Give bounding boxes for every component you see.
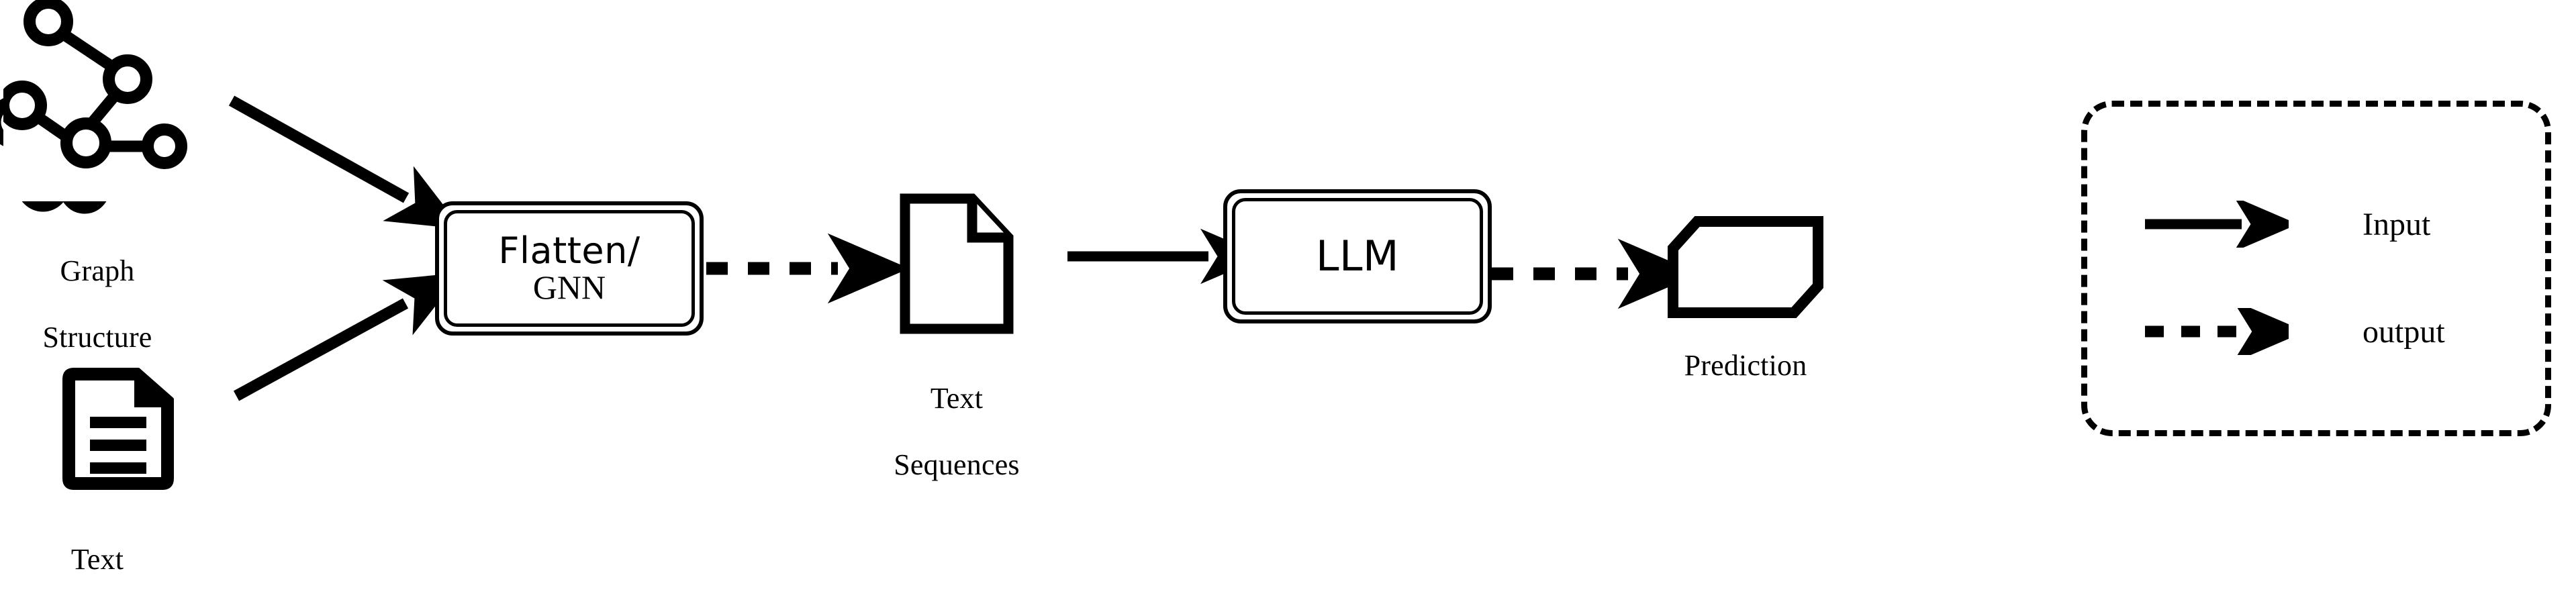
edge-graph-to-flatten	[228, 95, 463, 230]
flatten-gnn-node[interactable]: Flatten/ GNN	[435, 201, 704, 336]
text-sequences-label-line2: Sequences	[894, 448, 1020, 481]
prediction-label: Prediction	[1684, 349, 1807, 382]
legend-box: Input output	[2081, 101, 2551, 436]
graph-structure-icon	[3, 0, 205, 201]
llm-label: LLM	[1315, 232, 1400, 281]
text-attributes-label-line1: Text	[70, 543, 124, 576]
text-attributes-label: Text Attributes	[0, 510, 195, 610]
edge-text-to-flatten	[233, 272, 462, 401]
graph-structure-label: Graph Structure	[0, 221, 195, 387]
flatten-gnn-label-line1: Flatten/	[498, 229, 640, 272]
text-sequences-label-line1: Text	[930, 382, 984, 415]
graph-structure-label-line1: Graph	[60, 254, 135, 288]
legend-item-output: output	[2141, 308, 2445, 355]
legend-item-input: Input	[2141, 201, 2430, 248]
text-sequences-label: Text Sequences	[849, 349, 1064, 514]
graph-structure-label-line2: Structure	[42, 320, 152, 354]
flatten-gnn-label-line2: GNN	[532, 268, 606, 307]
text-attributes-label-line2: Attributes	[0, 609, 195, 610]
legend-input-label: Input	[2363, 206, 2431, 242]
legend-output-label: output	[2363, 313, 2445, 350]
llm-node[interactable]: LLM	[1223, 189, 1492, 323]
document-filled-icon	[62, 368, 174, 490]
prediction-hexagon-icon	[1668, 216, 1823, 318]
dashed-arrow-icon	[2145, 308, 2289, 355]
solid-arrow-icon	[2145, 201, 2289, 248]
document-outline-icon	[900, 193, 1014, 334]
